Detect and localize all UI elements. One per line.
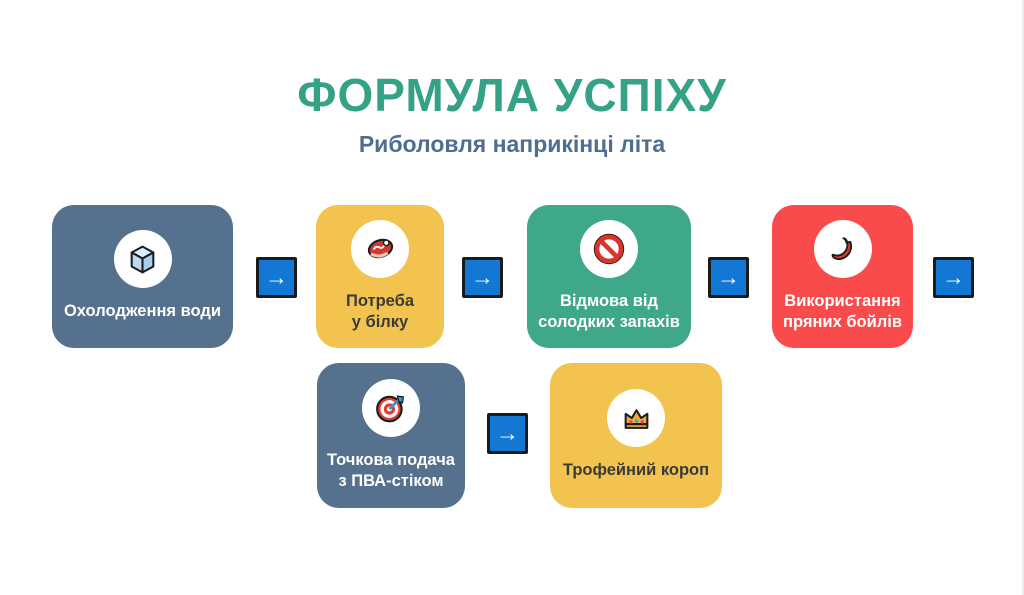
step-icon-circle <box>351 219 409 278</box>
crown-icon <box>624 409 648 429</box>
step-icon-circle <box>813 219 872 278</box>
step-icon-circle <box>580 219 638 278</box>
step-icon-circle <box>362 378 420 437</box>
flow-arrow-3: → <box>708 257 749 298</box>
step-label: Охолодження води <box>64 301 221 322</box>
step-label: Відмова від солодких запахів <box>538 291 680 333</box>
step-label-line: Охолодження води <box>63 302 222 321</box>
right-arrow-icon: → <box>942 264 965 290</box>
ice-cube-icon <box>130 245 155 274</box>
flow-arrow-5: → <box>487 413 528 454</box>
right-arrow-icon: → <box>265 264 288 290</box>
dart-target-icon <box>376 395 405 423</box>
right-arrow-icon: → <box>471 264 494 290</box>
step-label-line: Потреба <box>345 291 414 310</box>
right-arrow-icon: → <box>717 264 740 290</box>
step-icon-circle <box>607 389 665 448</box>
page-title: ФОРМУЛА УСПІХУ <box>297 69 727 121</box>
flow-arrow-2: → <box>462 257 503 298</box>
step-card-no-sweet-smells: Відмова від солодких запахів <box>527 205 691 348</box>
step-label-line: солодких запахів <box>538 313 680 331</box>
step-icon-circle <box>113 230 172 289</box>
prohibited-icon <box>593 233 625 265</box>
step-label-line: у білку <box>351 313 409 331</box>
right-arrow-icon: → <box>496 420 519 446</box>
step-label: Точкова подача з ПВА-стіком <box>327 450 455 492</box>
step-card-pva-stick: Точкова подача з ПВА-стіком <box>317 363 465 508</box>
step-label: Трофейний короп <box>563 460 709 481</box>
page-edge-line <box>1022 0 1024 595</box>
flow-arrow-4: → <box>933 257 974 298</box>
page-subtitle: Риболовля наприкінці літа <box>358 131 666 157</box>
flow-arrow-1: → <box>256 257 297 298</box>
step-label: Потреба у білку <box>346 291 414 333</box>
step-card-spicy-boilies: Використання пряних бойлів <box>772 205 913 348</box>
step-label: Використання пряних бойлів <box>783 291 902 333</box>
step-label-line: пряних бойлів <box>783 313 902 331</box>
step-label-line: Трофейний короп <box>562 461 710 480</box>
chili-pepper-icon <box>831 237 853 261</box>
steak-icon <box>367 239 393 259</box>
step-card-trophy-carp: Трофейний короп <box>550 363 722 508</box>
step-label-line: Відмова від <box>560 291 658 310</box>
step-label-line: Використання <box>784 291 901 310</box>
step-label-line: з ПВА-стіком <box>338 472 444 490</box>
step-card-water-cooling: Охолодження води <box>52 205 233 348</box>
step-label-line: Точкова подача <box>327 450 455 469</box>
step-card-protein-need: Потреба у білку <box>316 205 444 348</box>
